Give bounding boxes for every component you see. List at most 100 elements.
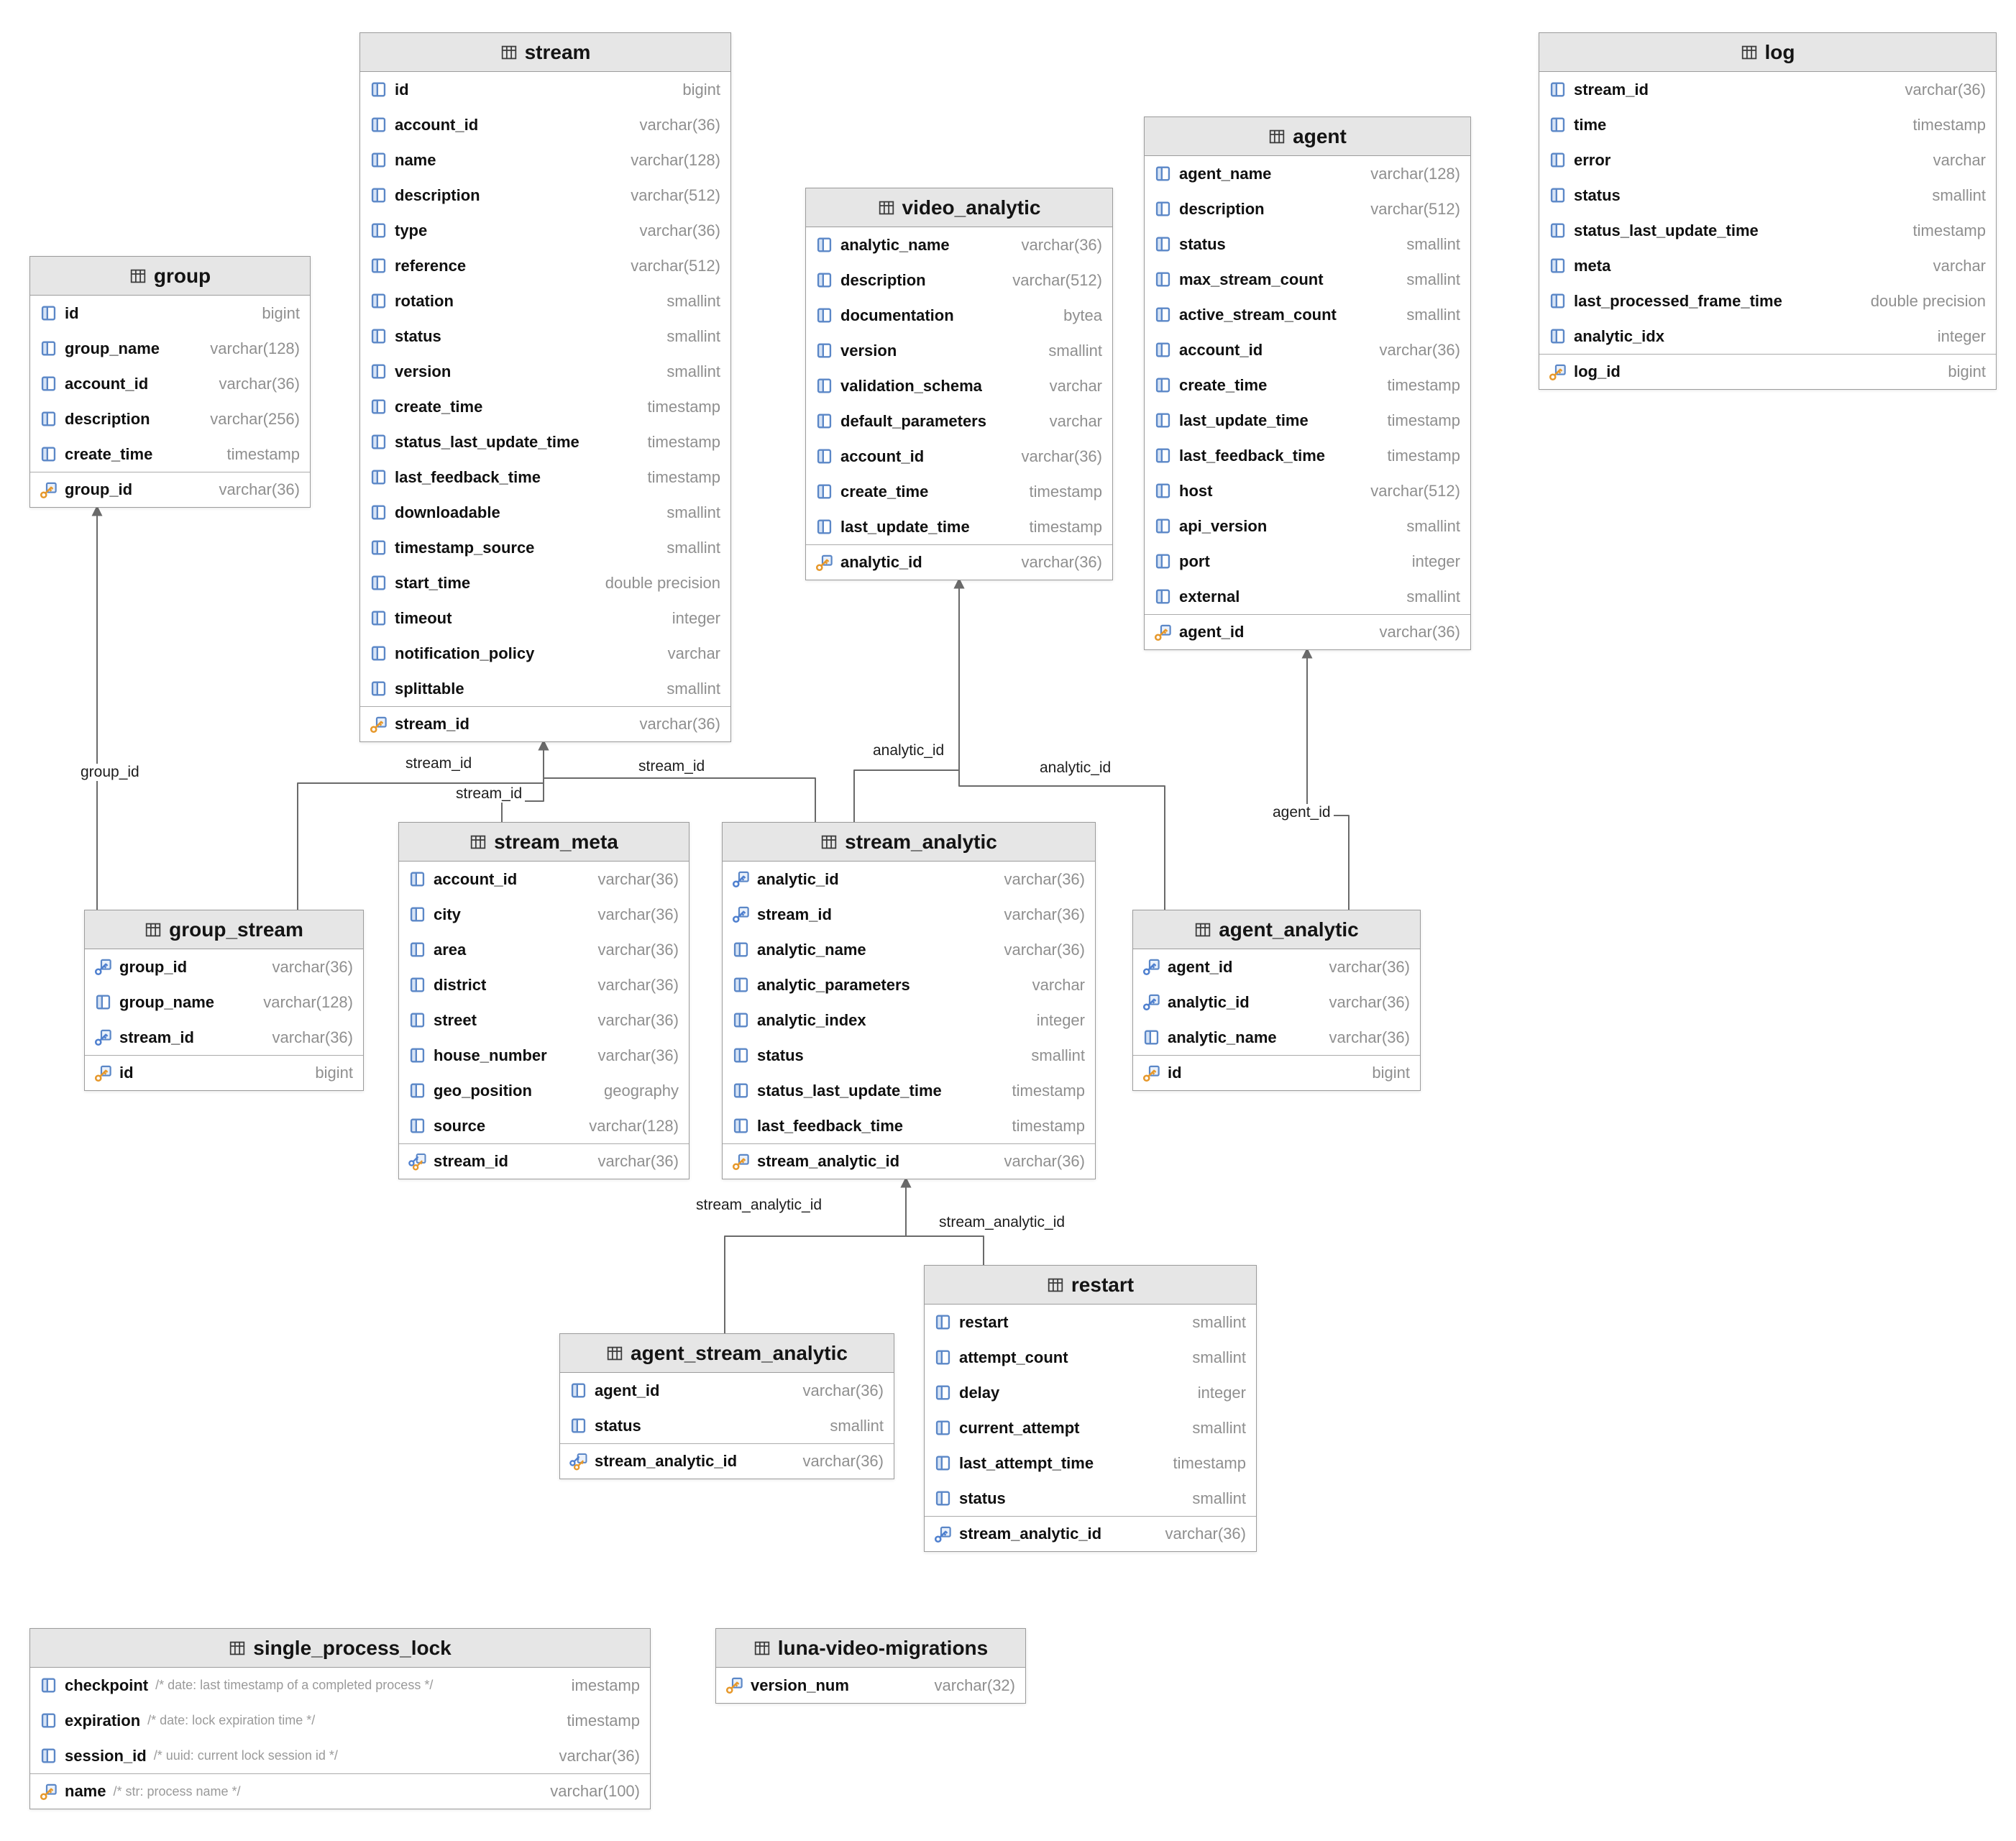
table-header[interactable]: group bbox=[30, 257, 310, 296]
table-header[interactable]: agent bbox=[1145, 117, 1470, 156]
table-header[interactable]: agent_stream_analytic bbox=[560, 1334, 894, 1373]
table-row[interactable]: session_id/* uuid: current lock session … bbox=[30, 1738, 650, 1773]
table-header[interactable]: stream bbox=[360, 33, 730, 72]
table-header[interactable]: group_stream bbox=[85, 910, 363, 949]
table-header[interactable]: restart bbox=[925, 1266, 1256, 1305]
table-row[interactable]: name/* str: process name */varchar(100) bbox=[30, 1773, 650, 1809]
table-header[interactable]: single_process_lock bbox=[30, 1629, 650, 1668]
table-header[interactable]: stream_meta bbox=[399, 823, 689, 862]
table-header[interactable]: agent_analytic bbox=[1133, 910, 1420, 949]
table-header[interactable]: video_analytic bbox=[806, 188, 1112, 227]
table-header[interactable]: log bbox=[1539, 33, 1996, 72]
table-header[interactable]: luna-video-migrations bbox=[716, 1629, 1025, 1668]
